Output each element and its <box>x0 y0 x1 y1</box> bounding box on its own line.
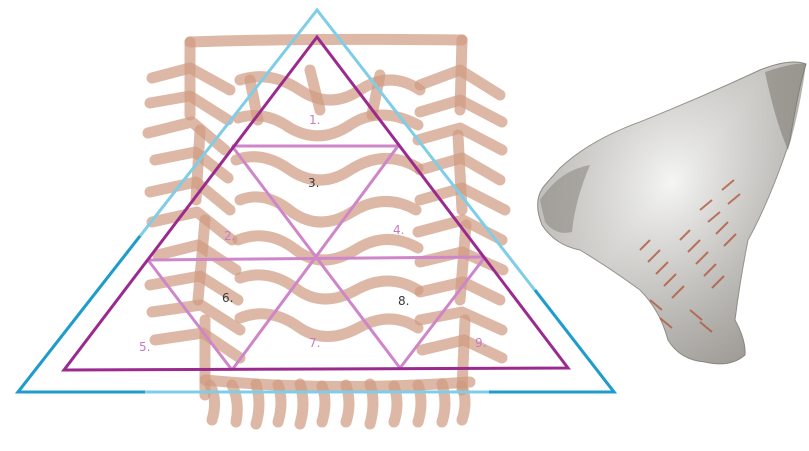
label-section-1: 1. <box>309 113 320 127</box>
label-section-9: 9. <box>475 336 486 350</box>
label-section-2: 2. <box>224 229 235 243</box>
label-section-4: 4. <box>393 223 404 237</box>
label-section-3: 3. <box>308 176 319 190</box>
ochre-pattern <box>148 39 505 424</box>
label-section-7: 7. <box>309 336 320 350</box>
label-section-6: 6. <box>222 291 233 305</box>
label-section-8: 8. <box>398 294 409 308</box>
label-section-5: 5. <box>139 340 150 354</box>
ochre-painted-stone-icon <box>538 62 806 364</box>
